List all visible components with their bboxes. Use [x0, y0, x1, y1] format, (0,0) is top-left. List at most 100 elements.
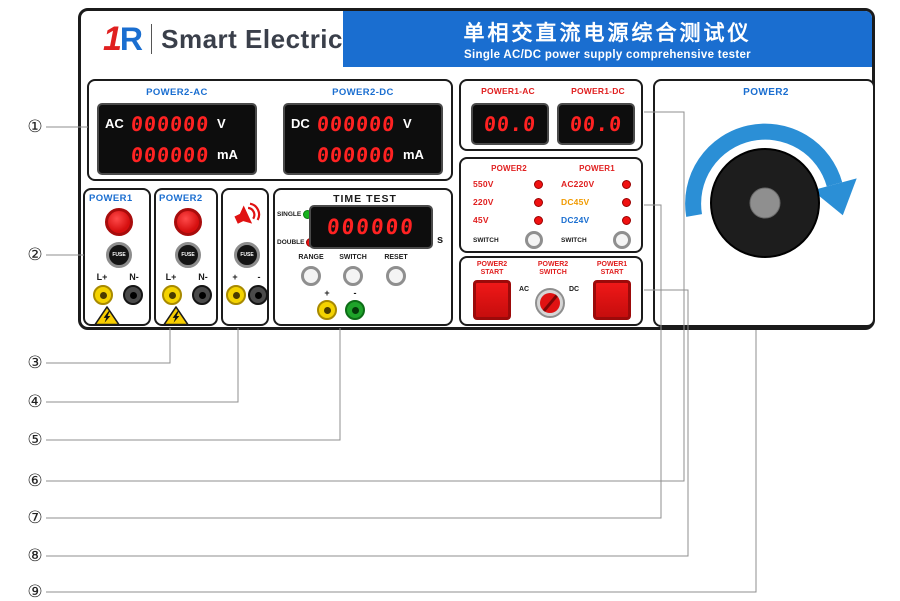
power1-start-button[interactable] [593, 280, 631, 320]
power2-positive-label: L+ [165, 272, 177, 282]
warning-triangle-icon [163, 306, 189, 326]
power2-start-button[interactable] [473, 280, 511, 320]
knob-panel-label: POWER2 [743, 87, 789, 98]
logo-letter: R [119, 20, 144, 57]
power2-knob-center [749, 187, 781, 219]
power1-start-label-line1: POWER1 [596, 261, 628, 268]
voltage-selector-panel: POWER2 POWER1 550V 220V 45V AC220V DC45V [459, 157, 643, 253]
ac-dc-switch-knob [540, 293, 560, 313]
callout-8: ⑧ [27, 546, 43, 566]
power2-ac-current-value: 000000 [129, 142, 211, 167]
callout-1: ① [27, 117, 43, 137]
callout-5: ⑤ [27, 430, 43, 450]
terminal-hole [254, 291, 262, 299]
led-45v [534, 215, 543, 225]
selector-item-label: 45V [473, 215, 489, 225]
power2-positive-terminal[interactable] [162, 285, 182, 305]
reset-label: RESET [384, 254, 408, 261]
range-button[interactable] [301, 266, 321, 286]
ac-dc-rotary-switch[interactable] [535, 288, 565, 318]
selector-power2-label: POWER2 [491, 164, 527, 173]
power1-switch-group: SWITCH [561, 231, 631, 249]
selector-item-label: DC24V [561, 215, 590, 225]
power2-start-label-line1: POWER2 [476, 261, 508, 268]
selector-item-dc45v: DC45V [561, 197, 631, 207]
time-test-title: TIME TEST [333, 193, 397, 205]
terminal-hole [351, 306, 359, 314]
terminal-hole [198, 291, 206, 299]
power1-dc-value: 00.0 [568, 112, 624, 136]
warning-triangle-icon [94, 306, 120, 326]
power2-dc-display: DC 000000 V 000000 mA [283, 103, 443, 175]
buzzer-positive-label: + [232, 272, 238, 282]
brand-name: Smart Electric [161, 23, 343, 54]
power1-positive-label: L+ [96, 272, 108, 282]
callout-4: ④ [27, 392, 43, 412]
selector-item-label: 550V [473, 179, 494, 189]
power1-dc-display: 00.0 [557, 103, 635, 145]
power2-ac-voltage-unit: V [217, 116, 226, 131]
power2-switch-label-line2: SWITCH [539, 269, 567, 276]
power2-dc-current-value: 000000 [315, 142, 397, 167]
time-unit-label: s [437, 234, 444, 246]
callout-3: ③ [27, 353, 43, 373]
led-220v [534, 197, 543, 207]
tester-device: 1 R Smart Electric 单相交直流电源综合测试仪 Single A… [78, 8, 875, 330]
power1-terminal-section: POWER1 FUSE L+ N- [83, 188, 151, 326]
selector-item-ac220v: AC220V [561, 179, 631, 189]
buzzer-section: FUSE + - [221, 188, 269, 326]
power2-switch-label: POWER2 SWITCH [523, 261, 583, 277]
power1-display-panel: POWER1-AC POWER1-DC 00.0 00.0 [459, 79, 643, 151]
power2-start-label-line2: START [480, 269, 504, 276]
time-negative-label: - [353, 288, 357, 298]
power2-negative-terminal[interactable] [192, 285, 212, 305]
time-positive-label: + [324, 288, 330, 298]
selector-item-label: 220V [473, 197, 494, 207]
power2-ac-voltage-value: 000000 [129, 111, 211, 136]
rotate-arrow-icon [685, 123, 843, 217]
range-label: RANGE [298, 254, 324, 261]
buzzer-positive-terminal[interactable] [226, 285, 246, 305]
device-header: 1 R Smart Electric 单相交直流电源综合测试仪 Single A… [81, 11, 872, 67]
terminal-hole [129, 291, 137, 299]
selector-item-45v: 45V [473, 215, 543, 225]
terminal-hole [168, 291, 176, 299]
power1-ac-value: 00.0 [482, 112, 538, 136]
power2-fuse-holder[interactable]: FUSE [175, 242, 201, 268]
callout-6: ⑥ [27, 471, 43, 491]
double-label: DOUBLE [277, 239, 305, 246]
power2-dc-prefix: DC [291, 116, 310, 131]
callout-line-3 [46, 328, 171, 364]
power2-display-panel: POWER2-AC POWER2-DC AC 000000 V 000000 m… [87, 79, 453, 181]
power2-switch-label: SWITCH [473, 236, 499, 244]
power1-red-button[interactable] [105, 208, 133, 236]
power2-ac-prefix: AC [105, 116, 124, 131]
power2-ac-current-unit: mA [217, 147, 238, 162]
buzzer-fuse-holder[interactable]: FUSE [234, 242, 260, 268]
reset-button[interactable] [386, 266, 406, 286]
time-positive-terminal[interactable] [317, 300, 337, 320]
power2-knob-panel: POWER2 [653, 79, 875, 327]
selector-power1-label: POWER1 [579, 164, 615, 173]
switch-label: SWITCH [339, 254, 367, 261]
switch-button[interactable] [343, 266, 363, 286]
logo-accent-mark: 1 [103, 19, 122, 58]
power1-switch-button[interactable] [613, 231, 631, 249]
time-value: 000000 [326, 215, 416, 239]
led-dc24v [622, 215, 631, 225]
power2-red-button[interactable] [174, 208, 202, 236]
callout-line-9 [46, 330, 757, 593]
power2-switch-button[interactable] [525, 231, 543, 249]
power1-fuse-holder[interactable]: FUSE [106, 242, 132, 268]
time-test-section: TIME TEST SINGLE DOUBLE 000000 s RANGE S… [273, 188, 453, 326]
power1-positive-terminal[interactable] [93, 285, 113, 305]
power1-ac-label: POWER1-AC [481, 86, 535, 96]
time-negative-terminal[interactable] [345, 300, 365, 320]
buzzer-negative-terminal[interactable] [248, 285, 268, 305]
power1-negative-terminal[interactable] [123, 285, 143, 305]
power1-section-label: POWER1 [89, 193, 133, 204]
brand-logo: 1 R Smart Electric [81, 11, 343, 67]
selector-item-220v: 220V [473, 197, 543, 207]
power2-section-label: POWER2 [159, 193, 203, 204]
